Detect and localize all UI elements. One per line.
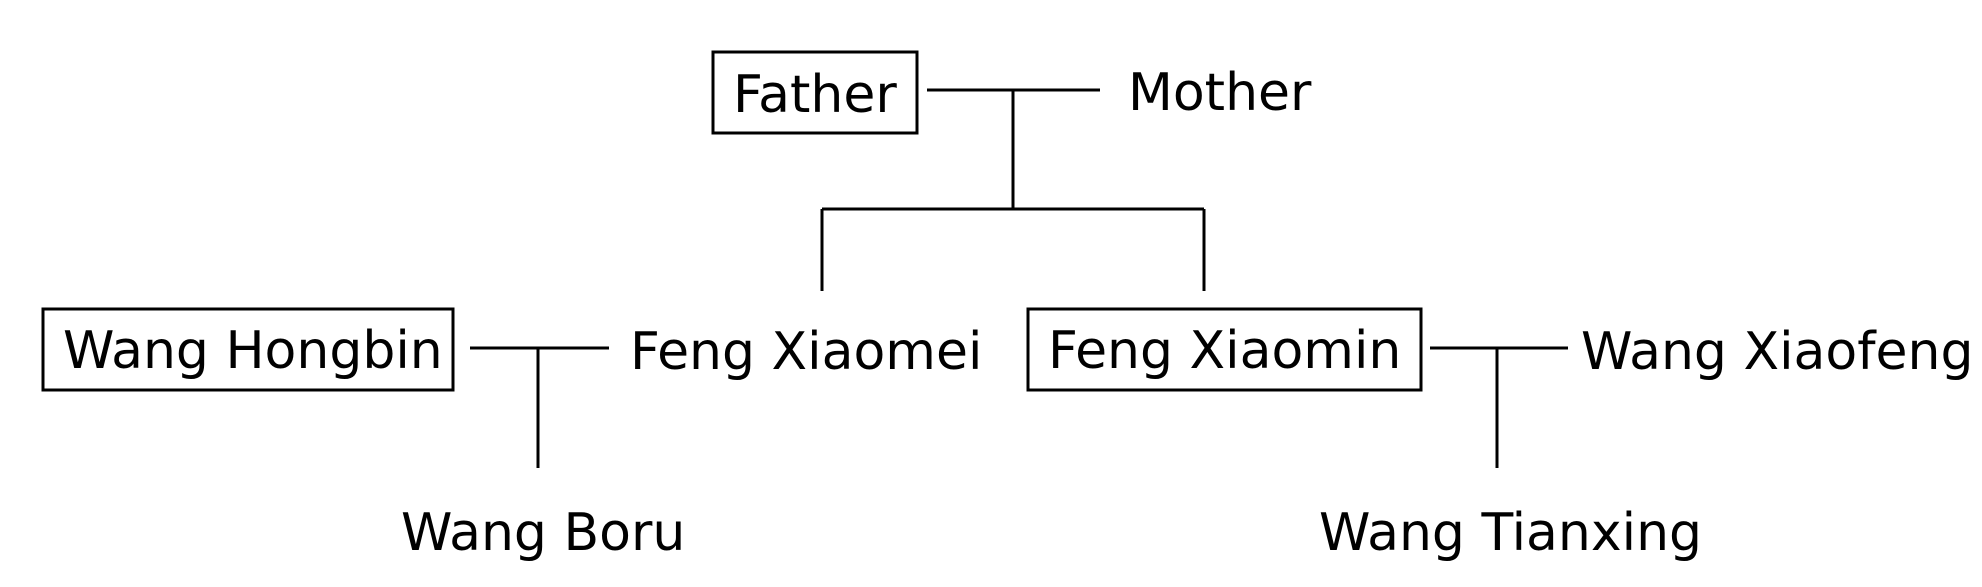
feng-xiaomin-label: Feng Xiaomin [1048, 321, 1401, 381]
wang-xiaofeng-label: Wang Xiaofeng [1581, 322, 1973, 382]
wang-boru-label: Wang Boru [401, 503, 685, 563]
feng-xiaomei-label: Feng Xiaomei [630, 322, 982, 382]
feng-xiaomin-box [1026, 307, 1423, 392]
wang-tianxing-label: Wang Tianxing [1319, 503, 1702, 563]
father-box [711, 50, 919, 135]
mother-label: Mother [1128, 63, 1312, 123]
wang-hongbin-box [41, 307, 455, 392]
wang-hongbin-label: Wang Hongbin [63, 321, 443, 381]
father-label: Father [733, 65, 897, 125]
